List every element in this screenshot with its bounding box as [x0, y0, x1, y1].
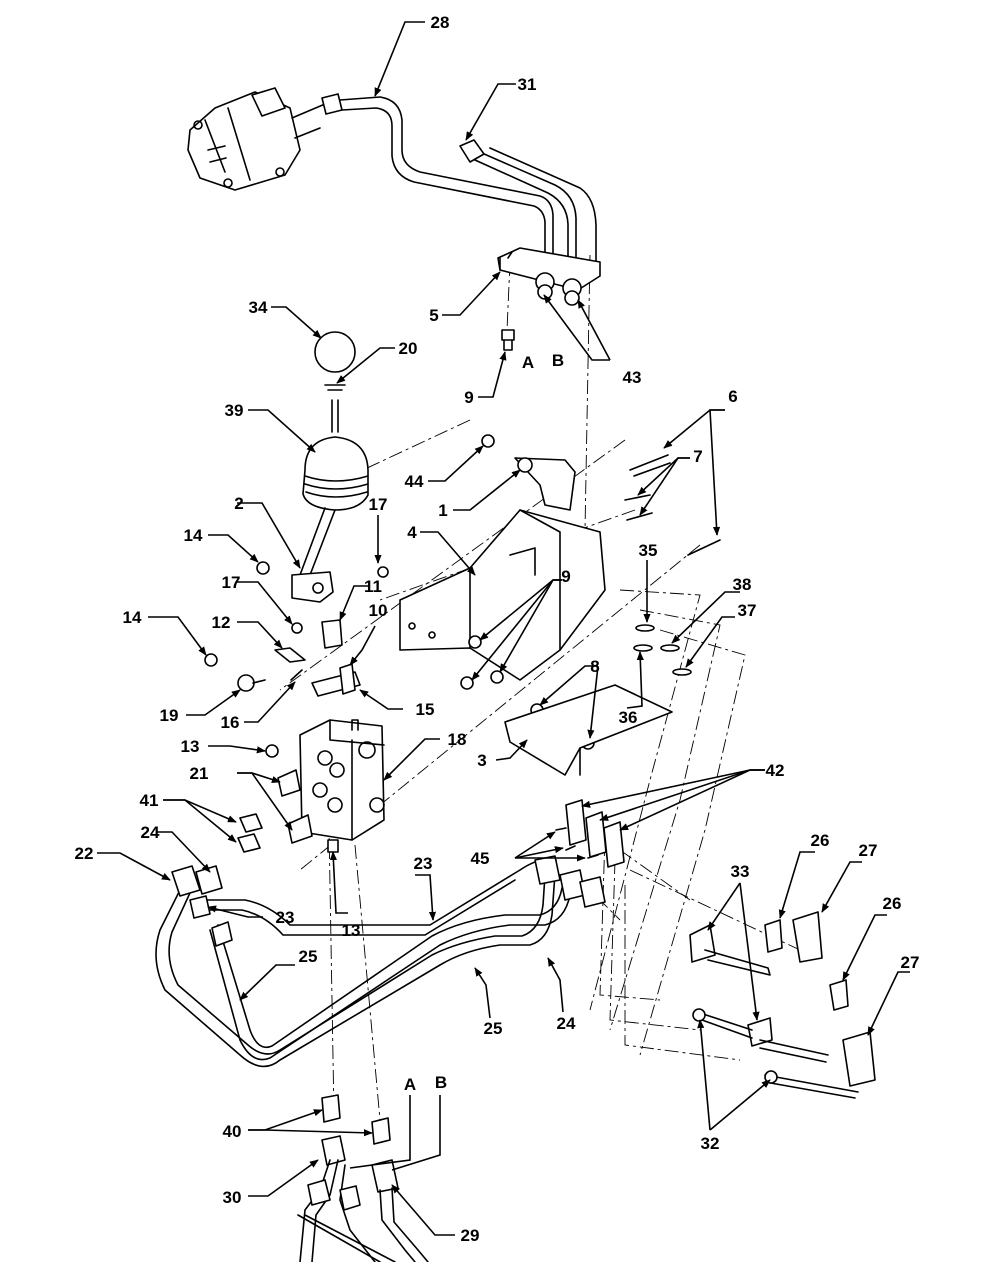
callout-40: 40	[223, 1122, 242, 1141]
callout-43: 43	[623, 368, 642, 387]
small-hardware	[204, 561, 389, 853]
coupler-fittings-42-45	[555, 799, 625, 868]
callout-7: 7	[693, 447, 702, 466]
callout-22: 22	[75, 844, 94, 863]
hydraulic-tubes-lower	[297, 1135, 429, 1263]
callout-13-a: 13	[181, 737, 200, 756]
hydraulic-hose-set	[155, 855, 606, 1068]
callout-11: 11	[364, 577, 382, 596]
callout-26-a: 26	[811, 831, 830, 850]
callout-32: 32	[701, 1134, 720, 1153]
callout-44: 44	[405, 472, 424, 491]
bracket-3	[504, 684, 673, 776]
callout-14-b: 14	[123, 608, 142, 627]
control-valve-18	[299, 719, 385, 841]
callout-33: 33	[731, 862, 750, 881]
lower-fittings-40	[321, 1094, 391, 1145]
callout-4: 4	[407, 523, 417, 542]
callout-42: 42	[766, 761, 785, 780]
callout-31: 31	[518, 75, 537, 94]
callout-A-bottom: A	[404, 1075, 416, 1094]
callout-labels: 28 31 5 9 A B 43 34 20 39 44 1 6 7 4 2 1…	[75, 13, 920, 1245]
callout-41: 41	[140, 791, 159, 810]
quick-coupler-guide-lines	[589, 589, 801, 1061]
callout-5: 5	[429, 306, 438, 325]
mounting-bracket-5	[497, 247, 601, 306]
callout-2: 2	[234, 494, 243, 513]
callout-30: 30	[223, 1188, 242, 1207]
callout-3: 3	[477, 751, 486, 770]
callout-37: 37	[738, 601, 757, 620]
callout-27-b: 27	[901, 953, 920, 972]
center-lines	[279, 254, 801, 1121]
callout-39: 39	[225, 401, 244, 420]
callout-14-a: 14	[184, 526, 203, 545]
callout-17-a: 17	[369, 495, 388, 514]
mounting-plate-4	[399, 509, 606, 681]
callout-6: 6	[728, 387, 737, 406]
callout-28: 28	[431, 13, 450, 32]
callout-A-top: A	[522, 353, 534, 372]
callout-23-a: 23	[414, 854, 433, 873]
callout-29: 29	[461, 1226, 480, 1245]
callout-34: 34	[249, 298, 268, 317]
quick-couplers-26-27-32-33	[689, 911, 876, 1099]
callout-25-a: 25	[299, 947, 318, 966]
hydraulic-motor	[187, 87, 343, 191]
bracket-1	[514, 457, 576, 511]
callout-20: 20	[399, 339, 418, 358]
callout-35: 35	[639, 541, 658, 560]
callout-24-b: 24	[557, 1014, 576, 1033]
hydraulic-tubes-upper	[339, 96, 597, 263]
callout-36: 36	[619, 708, 638, 727]
control-lever-assembly	[299, 331, 369, 576]
callout-23-b: 23	[276, 908, 295, 927]
lever-bracket-2	[291, 571, 334, 603]
callout-27-a: 27	[859, 841, 878, 860]
callout-10: 10	[369, 601, 388, 620]
callout-17-b: 17	[222, 573, 241, 592]
callout-16: 16	[221, 713, 240, 732]
valve-fittings-21-41	[237, 769, 313, 853]
callout-21: 21	[190, 764, 209, 783]
callout-9-top: 9	[464, 388, 473, 407]
callout-19: 19	[160, 706, 179, 725]
callout-24-a: 24	[141, 823, 160, 842]
callout-1: 1	[438, 501, 447, 520]
callout-12: 12	[212, 613, 231, 632]
callout-25-b: 25	[484, 1019, 503, 1038]
callout-B-top: B	[552, 351, 564, 370]
washers-35-36-37-38	[633, 624, 692, 676]
callout-B-bottom: B	[435, 1073, 447, 1092]
callout-18: 18	[448, 730, 467, 749]
callout-38: 38	[733, 575, 752, 594]
callout-13-b: 13	[342, 921, 361, 940]
leader-lines	[97, 21, 910, 1236]
callout-9-center: 9	[561, 567, 570, 586]
bolt-9-top	[501, 329, 515, 351]
callout-45: 45	[471, 849, 490, 868]
callout-15: 15	[416, 700, 435, 719]
callout-26-b: 26	[883, 894, 902, 913]
callout-8: 8	[590, 657, 599, 676]
